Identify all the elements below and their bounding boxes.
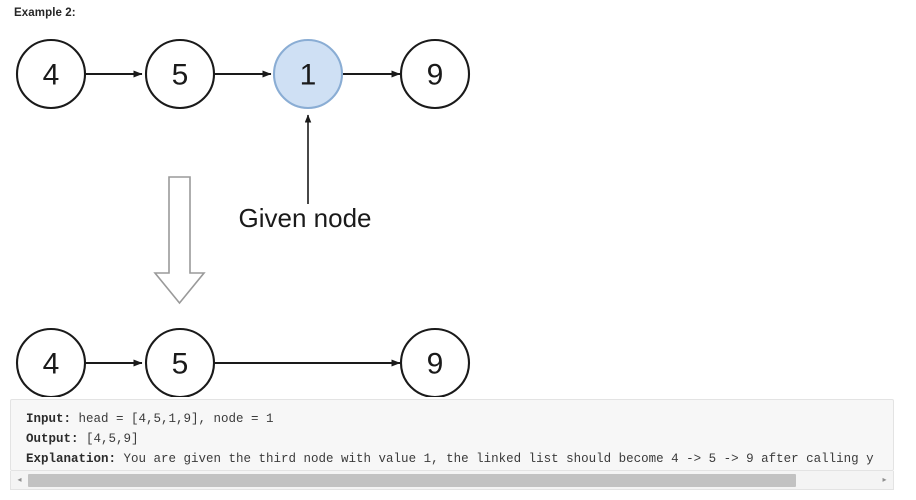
node-value: 5 <box>172 59 189 92</box>
scrollbar-thumb[interactable] <box>28 473 797 487</box>
code-horizontal-scrollbar[interactable]: ◂ ▸ <box>10 471 894 490</box>
node-before-2-given: 1 <box>272 38 344 110</box>
code-label-output: Output: <box>26 432 79 446</box>
node-value: 5 <box>172 348 189 381</box>
code-value-output: [4,5,9] <box>78 432 139 446</box>
code-value-input: head = [4,5,1,9], node = 1 <box>71 412 274 426</box>
node-after-0: 4 <box>15 327 87 397</box>
node-circle <box>15 38 87 110</box>
node-circle <box>144 327 216 397</box>
node-after-1: 5 <box>144 327 216 397</box>
node-value: 4 <box>43 348 60 381</box>
scroll-right-arrow-icon[interactable]: ▸ <box>882 475 887 484</box>
node-before-0: 4 <box>15 38 87 110</box>
node-circle-highlighted <box>272 38 344 110</box>
node-value: 9 <box>427 348 444 381</box>
down-arrow-shape <box>153 176 206 305</box>
before-linked-list: 4 5 1 9 <box>15 38 471 110</box>
code-line-explanation: Explanation: You are given the third nod… <box>26 449 893 469</box>
node-before-3: 9 <box>399 38 471 110</box>
page-title: Example 2: <box>14 7 76 19</box>
code-label-explanation: Explanation: <box>26 452 117 466</box>
scroll-left-arrow-icon[interactable]: ◂ <box>17 475 22 484</box>
node-before-1: 5 <box>144 38 216 110</box>
scrollbar-track[interactable] <box>28 473 876 487</box>
code-line-input: Input: head = [4,5,1,9], node = 1 <box>26 409 893 429</box>
page-bottom-edge <box>0 497 916 500</box>
node-circle <box>144 38 216 110</box>
code-label-input: Input: <box>26 412 72 426</box>
transform-down-arrow <box>153 176 206 305</box>
code-value-explanation: You are given the third node with value … <box>116 452 874 466</box>
given-node-callout: Given node <box>239 114 372 233</box>
node-value: 9 <box>427 59 444 92</box>
node-circle <box>399 327 471 397</box>
node-circle <box>15 327 87 397</box>
linked-list-diagram: 4 5 1 9 Given node <box>15 38 471 397</box>
node-value: 1 <box>300 59 317 92</box>
given-node-caption: Given node <box>239 203 372 233</box>
node-after-2: 9 <box>399 327 471 397</box>
node-value: 4 <box>43 59 60 92</box>
node-circle <box>399 38 471 110</box>
after-linked-list: 4 5 9 <box>15 327 471 397</box>
code-line-output: Output: [4,5,9] <box>26 429 893 449</box>
